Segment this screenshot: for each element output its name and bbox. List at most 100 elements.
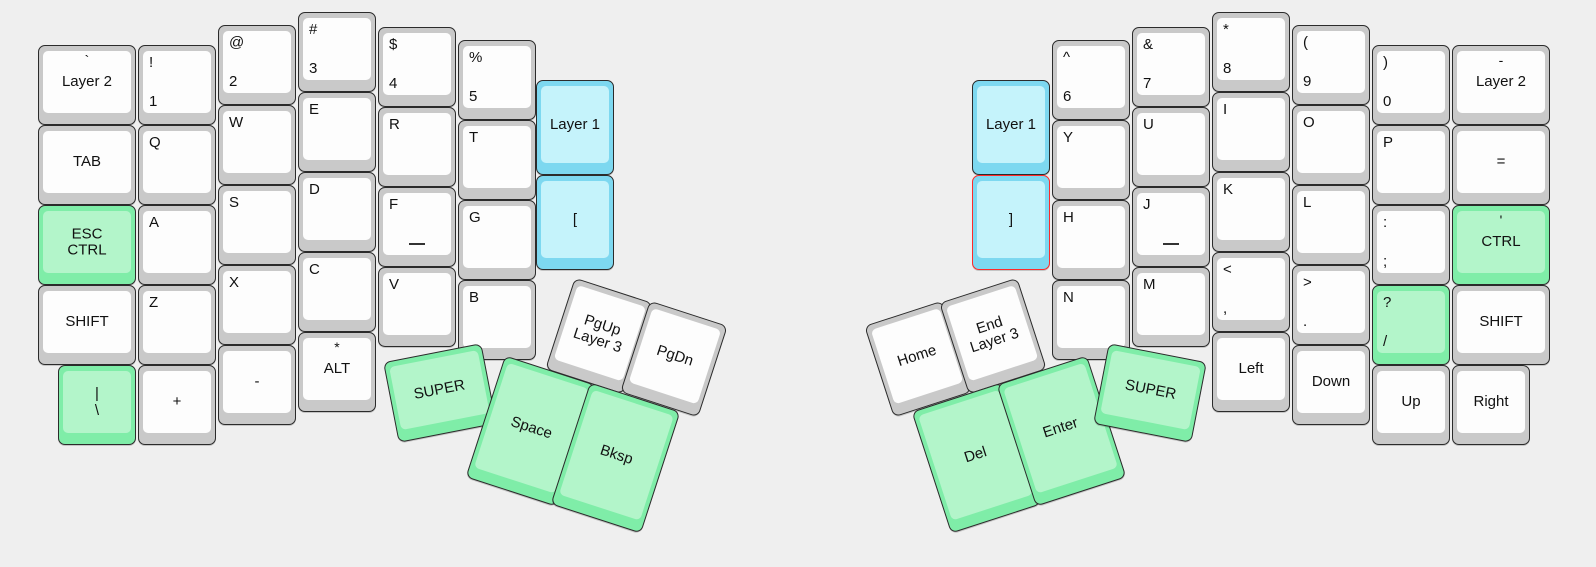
key-asterisk-alt[interactable]: * ALT [298, 332, 376, 412]
key-layer1-right[interactable]: Layer 1 [972, 80, 1050, 175]
keycap: ? / [1377, 291, 1445, 353]
key-shift-right[interactable]: SHIFT [1452, 285, 1550, 365]
legend-main: U [1143, 116, 1154, 133]
keycap: N [1057, 286, 1125, 348]
key-o[interactable]: O [1292, 105, 1370, 185]
key-up[interactable]: Up [1372, 365, 1450, 445]
key-j[interactable]: J [1132, 187, 1210, 267]
keycap: ` Layer 2 [43, 51, 131, 113]
key-8[interactable]: * 8 [1212, 12, 1290, 92]
keycap: T [463, 126, 531, 188]
legend-shift: ( [1303, 34, 1308, 51]
key-down[interactable]: Down [1292, 345, 1370, 425]
keycap: W [223, 111, 291, 173]
key-pipe-backslash[interactable]: |\ [58, 365, 136, 445]
keycap: * ALT [303, 338, 371, 400]
key-right[interactable]: Right [1452, 365, 1530, 445]
key-minus[interactable]: - [218, 345, 296, 425]
key-0[interactable]: ) 0 [1372, 45, 1450, 125]
legend-shift: > [1303, 274, 1312, 291]
legend-main: O [1303, 114, 1315, 131]
key-shift-left[interactable]: SHIFT [38, 285, 136, 365]
key-3[interactable]: # 3 [298, 12, 376, 92]
keycap: ^ 6 [1057, 46, 1125, 108]
key-grave-layer2[interactable]: ` Layer 2 [38, 45, 136, 125]
key-left[interactable]: Left [1212, 332, 1290, 412]
key-plus[interactable]: + [138, 365, 216, 445]
legend-base: 4 [389, 75, 398, 93]
key-z[interactable]: Z [138, 285, 216, 365]
key-period[interactable]: > . [1292, 265, 1370, 345]
key-h[interactable]: H [1052, 200, 1130, 280]
key-bracket-left[interactable]: [ [536, 175, 614, 270]
legend-main: Down [1311, 373, 1351, 391]
keycap: I [1217, 98, 1285, 160]
legend-base: 8 [1223, 60, 1232, 78]
key-6[interactable]: ^ 6 [1052, 40, 1130, 120]
key-super-left[interactable]: SUPER [383, 343, 497, 443]
key-semicolon[interactable]: : ; [1372, 205, 1450, 285]
key-v[interactable]: V [378, 267, 456, 347]
key-slash[interactable]: ? / [1372, 285, 1450, 365]
legend-main: |\ [63, 385, 131, 420]
key-4[interactable]: $ 4 [378, 27, 456, 107]
legend-main: A [149, 214, 160, 231]
legend-main: B [469, 289, 480, 306]
key-quote-ctrl[interactable]: ' CTRL [1452, 205, 1550, 285]
legend-main: = [1496, 153, 1506, 171]
keycap: = [1457, 131, 1545, 193]
legend-main: ] [1008, 210, 1014, 228]
key-u[interactable]: U [1132, 107, 1210, 187]
key-e[interactable]: E [298, 92, 376, 172]
key-r[interactable]: R [378, 107, 456, 187]
key-y[interactable]: Y [1052, 120, 1130, 200]
legend-shift: & [1143, 36, 1154, 53]
legend-main: Home [895, 341, 939, 371]
legend-shift: ^ [1063, 49, 1071, 66]
key-i[interactable]: I [1212, 92, 1290, 172]
key-m[interactable]: M [1132, 267, 1210, 347]
key-p[interactable]: P [1372, 125, 1450, 205]
legend-main: PgDn [654, 341, 696, 370]
key-layer1-left[interactable]: Layer 1 [536, 80, 614, 175]
key-t[interactable]: T [458, 120, 536, 200]
key-a[interactable]: A [138, 205, 216, 285]
legend-main: [ [572, 210, 578, 228]
keycap: SHIFT [43, 291, 131, 353]
key-c[interactable]: C [298, 252, 376, 332]
keycap: Q [143, 131, 211, 193]
key-comma[interactable]: < , [1212, 252, 1290, 332]
key-7[interactable]: & 7 [1132, 27, 1210, 107]
key-k[interactable]: K [1212, 172, 1290, 252]
key-d[interactable]: D [298, 172, 376, 252]
legend-shift: ! [149, 54, 154, 71]
keycap: : ; [1377, 211, 1445, 273]
legend-main: Left [1238, 360, 1264, 378]
key-5[interactable]: % 5 [458, 40, 536, 120]
legend-main: I [1223, 101, 1228, 118]
key-q[interactable]: Q [138, 125, 216, 205]
key-minus-layer2[interactable]: - Layer 2 [1452, 45, 1550, 125]
key-equals[interactable]: = [1452, 125, 1550, 205]
key-l[interactable]: L [1292, 185, 1370, 265]
key-9[interactable]: ( 9 [1292, 25, 1370, 105]
key-x[interactable]: X [218, 265, 296, 345]
keycap: Layer 1 [541, 86, 609, 163]
legend-main: Bksp [598, 441, 636, 469]
key-2[interactable]: @ 2 [218, 25, 296, 105]
key-bracket-right[interactable]: ] [972, 175, 1050, 270]
key-s[interactable]: S [218, 185, 296, 265]
key-1[interactable]: ! 1 [138, 45, 216, 125]
key-tab[interactable]: TAB [38, 125, 136, 205]
key-w[interactable]: W [218, 105, 296, 185]
key-f[interactable]: F [378, 187, 456, 267]
keycap: G [463, 206, 531, 268]
keycap: Z [143, 291, 211, 353]
keycap: B [463, 286, 531, 348]
legend-main: F [389, 196, 399, 213]
key-g[interactable]: G [458, 200, 536, 280]
